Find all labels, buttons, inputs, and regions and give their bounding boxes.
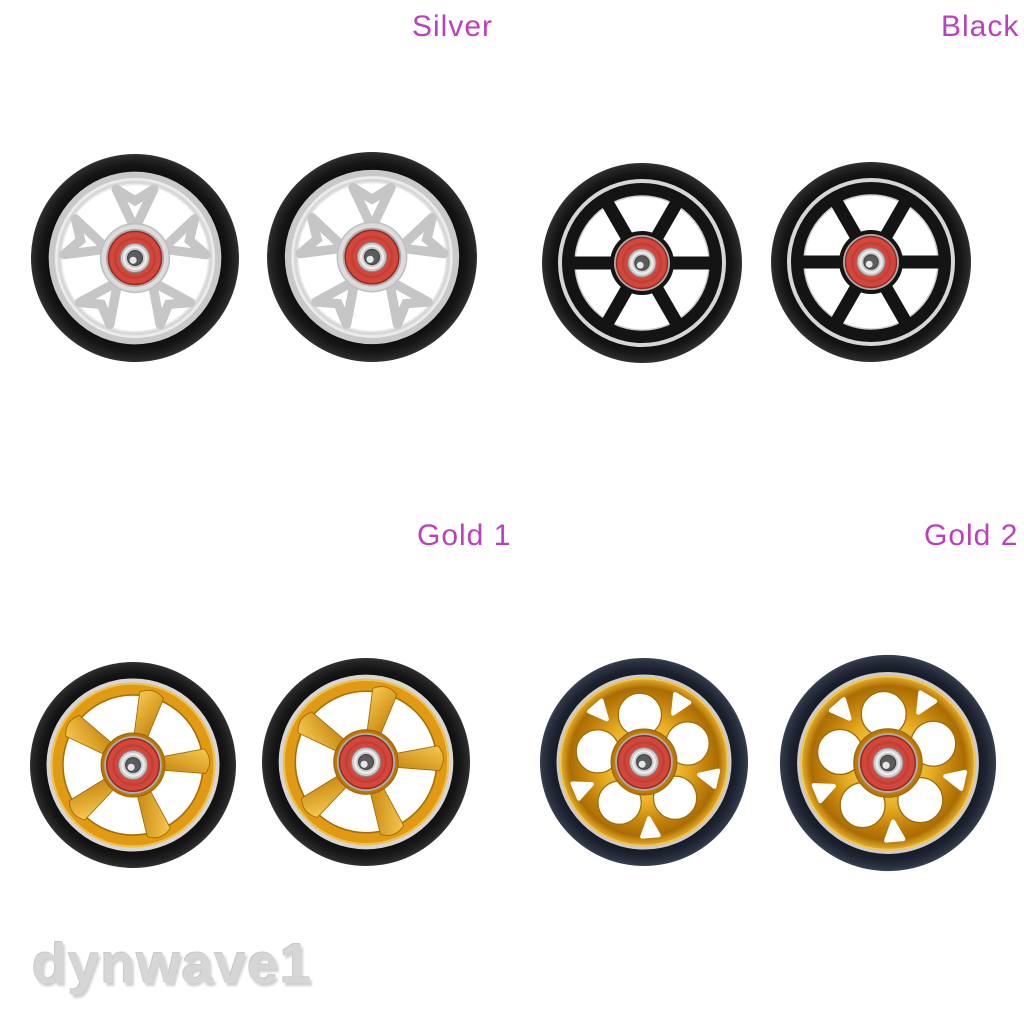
wheel-gold1-right: [262, 658, 470, 866]
variant-label-gold-1: Gold 1: [417, 519, 512, 552]
seller-watermark: dynwave1: [32, 932, 313, 996]
variant-label-black: Black: [941, 10, 1020, 43]
wheel-gold1-left: [30, 662, 236, 868]
variant-label-silver: Silver: [412, 10, 494, 43]
wheel-gold2-right: [780, 655, 996, 871]
variant-label-gold-2: Gold 2: [924, 519, 1019, 552]
wheel-gold2-left: [540, 658, 748, 866]
wheel-black-left: [542, 163, 742, 363]
wheel-black-right: [771, 162, 971, 362]
wheel-silver-right: [267, 152, 477, 362]
wheel-silver-left: [31, 154, 239, 362]
